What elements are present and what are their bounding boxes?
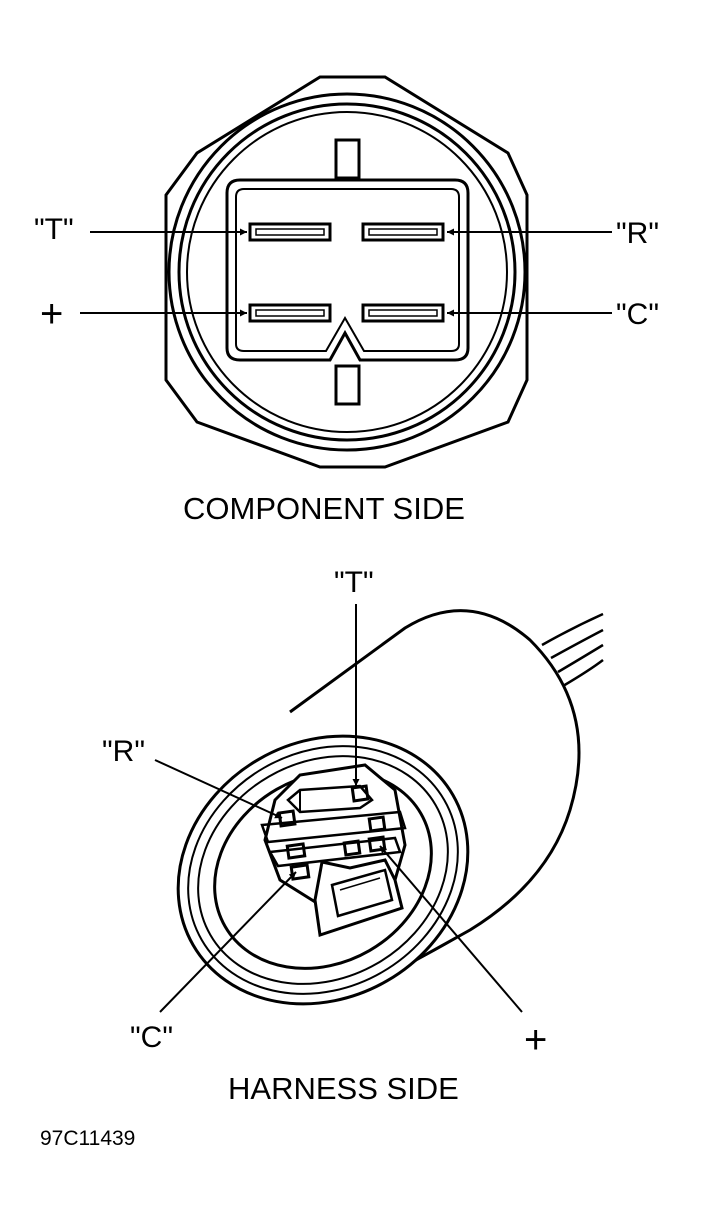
harness-terminal-plus <box>367 835 387 853</box>
harness-terminal-r <box>277 809 297 828</box>
component-housing <box>225 178 470 362</box>
arrow-harness-plus <box>379 845 523 1013</box>
component-terminal-r <box>361 222 445 242</box>
component-label-plus: + <box>40 292 64 336</box>
component-side-caption: COMPONENT SIDE <box>183 491 465 526</box>
harness-label-c: "C" <box>130 1021 173 1054</box>
component-hex-nut <box>164 75 529 469</box>
harness-lock-tab <box>313 858 404 937</box>
arrow-harness-c <box>159 871 297 1013</box>
harness-wires <box>541 612 604 688</box>
component-outer-ring <box>167 92 527 452</box>
harness-label-plus: + <box>524 1018 548 1062</box>
component-terminal-t <box>248 222 332 242</box>
component-inner-ring <box>177 102 517 442</box>
harness-label-r: "R" <box>102 735 145 768</box>
harness-label-t: "T" <box>334 566 374 599</box>
figure-code: 97C11439 <box>40 1127 136 1150</box>
component-top-key <box>334 138 361 180</box>
arrow-harness-r <box>154 759 283 819</box>
harness-side-connector <box>176 609 604 1006</box>
component-terminal-c <box>361 303 445 323</box>
component-label-t: "T" <box>34 213 74 246</box>
component-side-connector <box>164 75 529 469</box>
component-terminal-plus <box>248 303 332 323</box>
component-label-c: "C" <box>616 298 659 331</box>
harness-terminal-t <box>350 784 370 803</box>
harness-side-caption: HARNESS SIDE <box>228 1071 459 1106</box>
component-bottom-key <box>334 364 361 406</box>
component-label-r: "R" <box>616 217 659 250</box>
harness-inner-ring <box>213 770 433 970</box>
